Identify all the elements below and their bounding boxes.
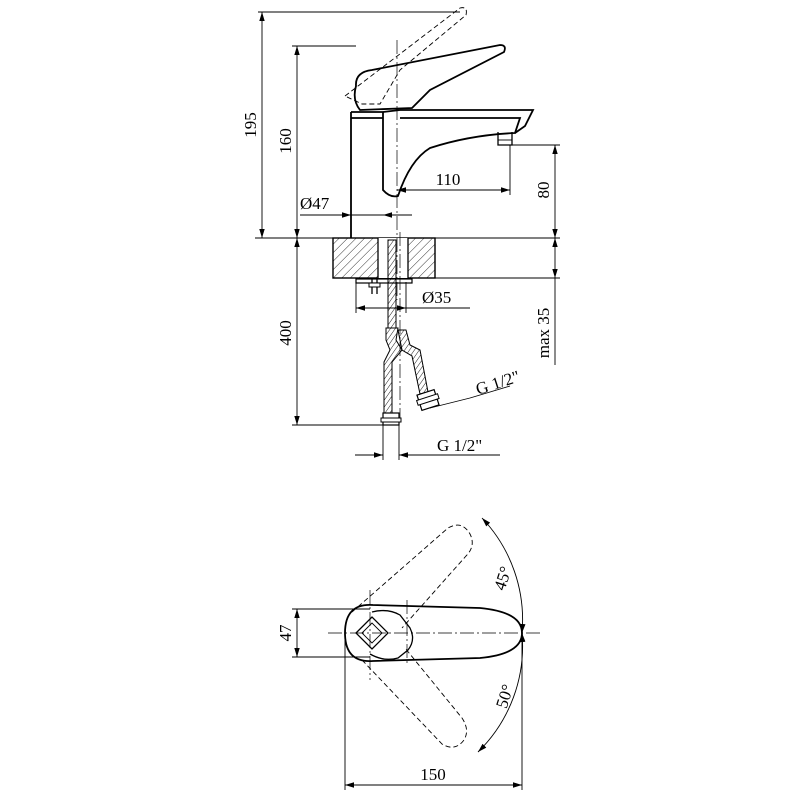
handle-diamond-marker — [355, 616, 389, 650]
dim-thread-side-label: G 1/2" — [473, 367, 522, 399]
lever-handle — [353, 44, 506, 111]
angle-50-label: 50° — [492, 682, 517, 711]
dim-110-label: 110 — [436, 170, 461, 189]
dim-160-label: 160 — [276, 128, 295, 154]
dim-width-47-label: 47 — [276, 624, 295, 642]
dim-thread-bottom-label: G 1/2" — [437, 436, 482, 455]
dim-80-label: 80 — [534, 182, 553, 199]
dim-195-label: 195 — [241, 112, 260, 138]
lever-handle-raised — [344, 7, 467, 105]
countertop-section — [332, 237, 436, 284]
dim-base-diameter-label: Ø47 — [300, 194, 330, 213]
dim-hole-diameter-label: Ø35 — [422, 288, 451, 307]
top-view: 47 150 45° 50° — [276, 517, 540, 790]
dim-400-label: 400 — [276, 320, 295, 346]
handle-rotated-50-outline — [361, 647, 467, 748]
handle-rotated-45-outline — [351, 524, 473, 629]
flexible-hoses — [380, 239, 440, 426]
dim-length-150-label: 150 — [420, 765, 446, 784]
angle-45-label: 45° — [490, 564, 515, 593]
dim-max-35-label: max 35 — [534, 308, 553, 359]
side-view: 195 160 Ø47 110 80 max 35 Ø35 — [241, 7, 560, 460]
faucet-body — [350, 109, 535, 238]
mounting-stud — [368, 278, 381, 294]
